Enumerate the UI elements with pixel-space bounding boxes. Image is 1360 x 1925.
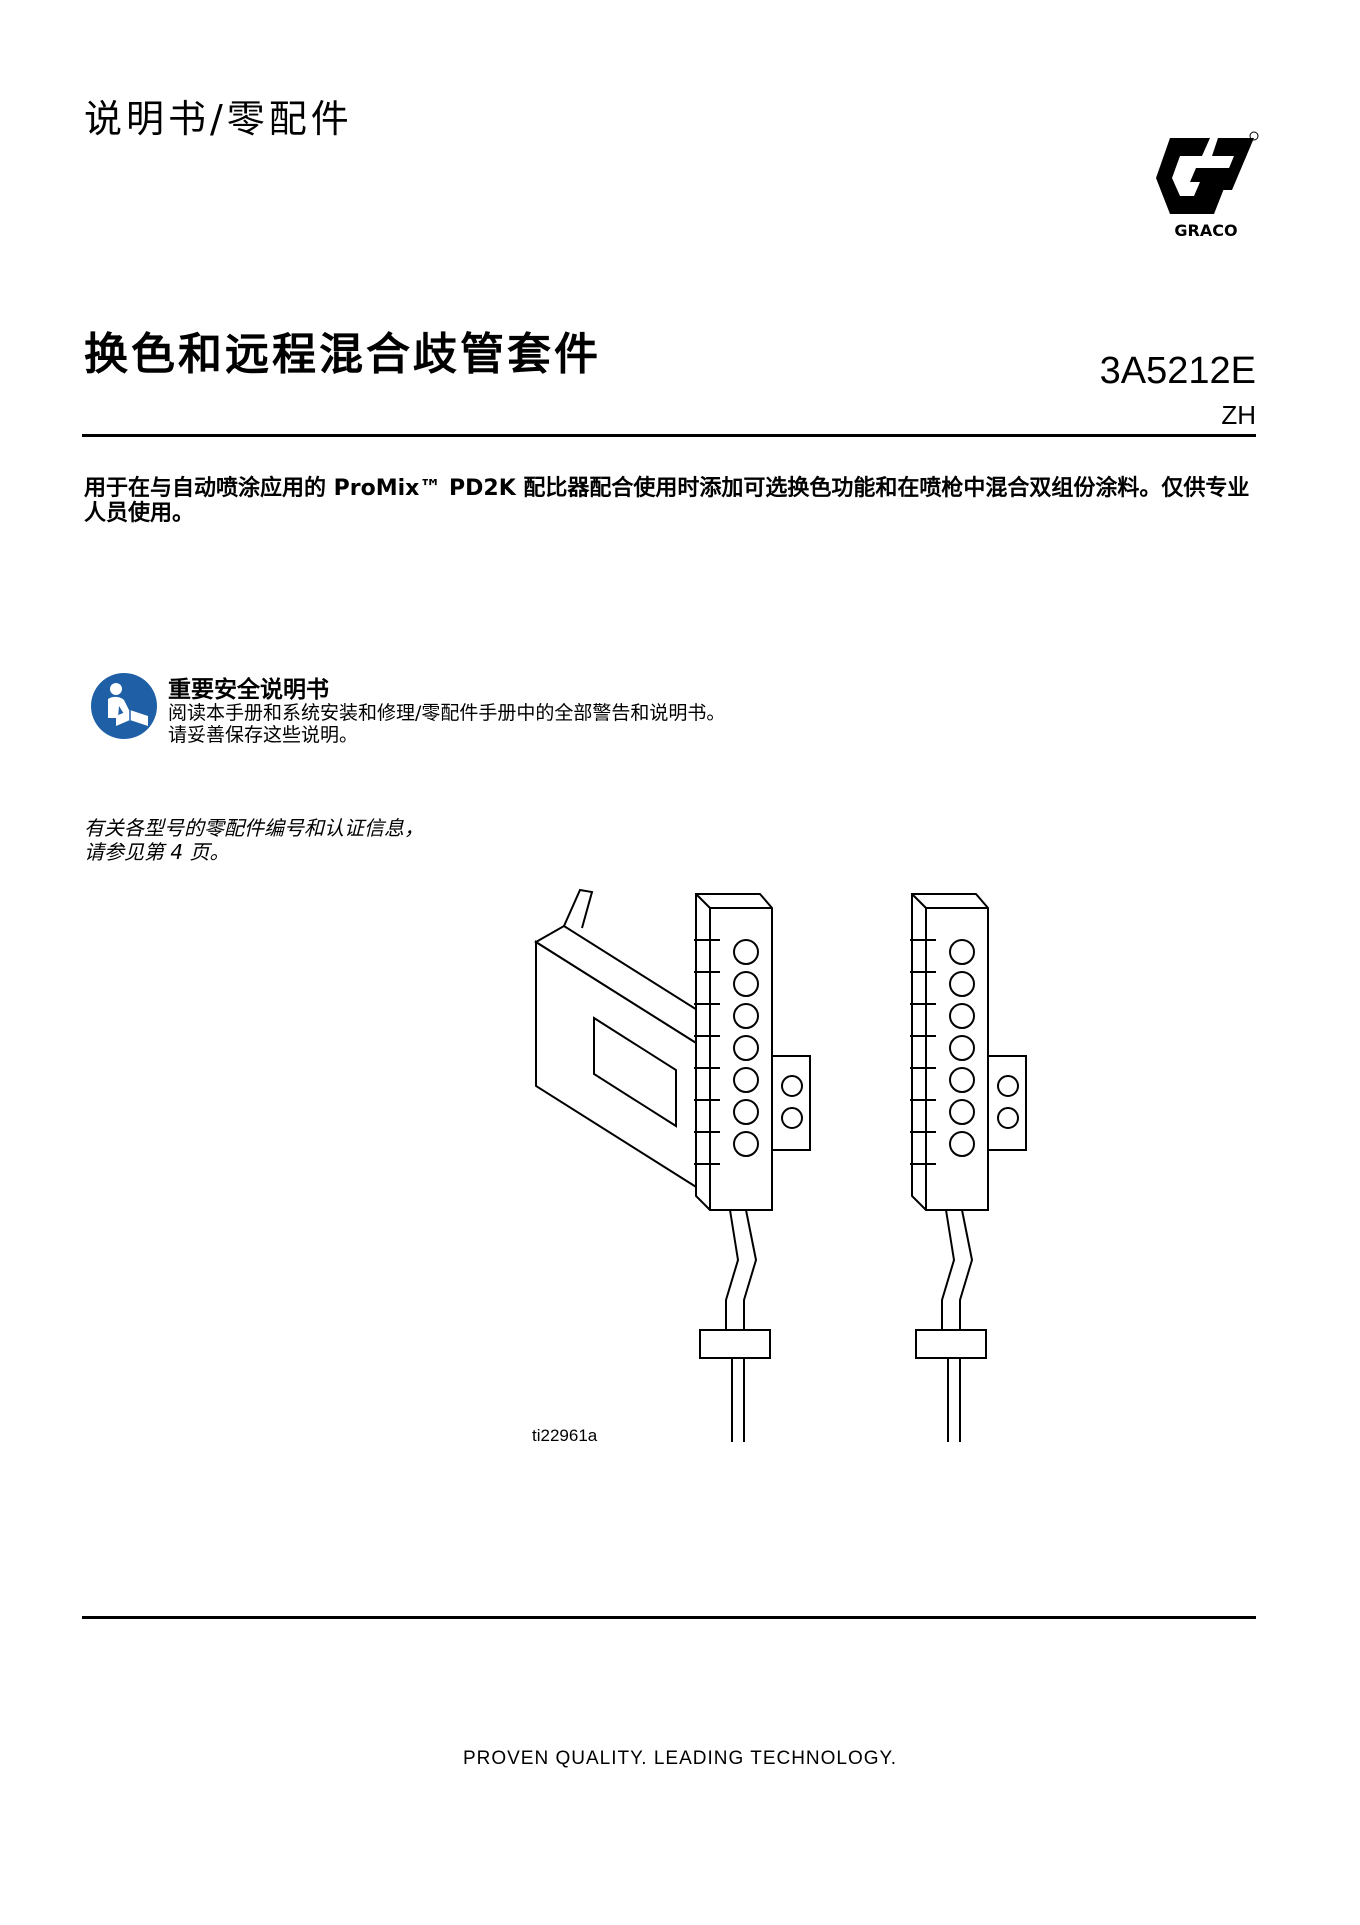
- bottom-divider: [82, 1616, 1256, 1619]
- document-type: 说明书/零配件: [84, 97, 353, 141]
- document-language: ZH: [1221, 400, 1256, 430]
- safety-heading: 重要安全说明书: [168, 677, 329, 703]
- product-description: 用于在与自动喷涂应用的 ProMix™ PD2K 配比器配合使用时添加可选换色功…: [84, 476, 1250, 526]
- parts-reference-note: 请参见第 4 页。: [84, 840, 230, 864]
- safety-instruction-line: 阅读本手册和系统安装和修理/零配件手册中的全部警告和说明书。: [168, 702, 726, 724]
- parts-reference-note: 有关各型号的零配件编号和认证信息，: [84, 816, 424, 840]
- top-divider: [82, 434, 1256, 437]
- color-change-manifold-left: [694, 893, 811, 1442]
- read-manual-icon: [91, 673, 157, 739]
- graco-logo-text: GRACO: [1174, 221, 1237, 240]
- safety-instruction-line: 请妥善保存这些说明。: [168, 724, 359, 746]
- color-change-manifold-right: [910, 893, 1027, 1442]
- document-number: 3A5212E: [1099, 350, 1256, 392]
- figure-id: ti22961a: [532, 1426, 598, 1445]
- manifold-kit-illustration: [534, 888, 1027, 1442]
- graco-logo: GRACO: [1156, 131, 1259, 240]
- company-tagline: PROVEN QUALITY. LEADING TECHNOLOGY.: [462, 1748, 898, 1769]
- document-title: 换色和远程混合歧管套件: [84, 329, 601, 380]
